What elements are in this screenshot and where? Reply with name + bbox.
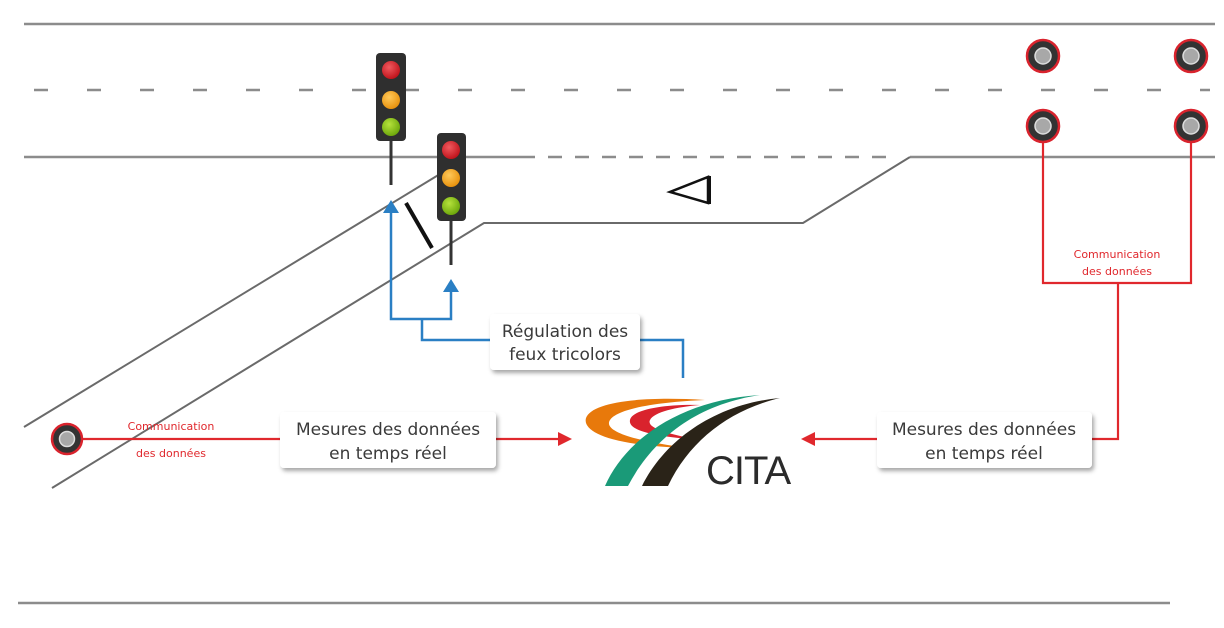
left-measure-box-bg [280, 412, 496, 468]
sensor-core [1034, 117, 1052, 135]
traffic-light-amber-icon [382, 91, 400, 109]
logo-orange-swoosh [585, 398, 705, 448]
left-measure-label-line1: Mesures des données [296, 420, 480, 440]
left-measure-label-line2: en temps réel [329, 444, 447, 464]
traffic-light-red-icon [442, 141, 460, 159]
arrow-up-icon [383, 200, 399, 213]
data-link-right-bracket [1041, 138, 1193, 285]
left-comm-label-line2: des données [136, 447, 206, 460]
data-links [82, 138, 1193, 441]
regulation-label-line1: Régulation des [502, 322, 628, 342]
sensor-bottom-left [1025, 108, 1061, 144]
traffic-light-red-icon [382, 61, 400, 79]
left-comm-label-line1: Communication [128, 420, 215, 433]
logo-red-swoosh [629, 404, 700, 440]
ramp-edge-lower [51, 156, 911, 489]
left-measure-box: Mesures des données en temps réel [280, 412, 496, 468]
right-measure-label-line1: Mesures des données [892, 420, 1076, 440]
logo-green-swoosh [605, 395, 760, 486]
logo-dark-swoosh [642, 398, 780, 486]
sensor-core [58, 430, 76, 448]
right-measure-box: Mesures des données en temps réel [877, 412, 1092, 468]
regulation-label-line2: feux tricolors [509, 345, 621, 365]
yield-triangle-icon [666, 175, 710, 205]
ramp-stop-line [404, 201, 434, 250]
traffic-light-ramp [437, 133, 466, 265]
regulation-box-bg [490, 314, 640, 370]
traffic-light-green-icon [442, 197, 460, 215]
sensor-top-right [1173, 38, 1209, 74]
right-measure-box-bg [877, 412, 1092, 468]
data-link-right [1092, 283, 1120, 441]
right-comm-label-line2: des données [1082, 265, 1152, 278]
arrow-left-icon [801, 432, 815, 446]
ramp-edge-upper [23, 173, 441, 428]
sensor-bottom-right [1173, 108, 1209, 144]
control-link-cita [640, 338, 685, 378]
sensor-ramp [50, 422, 84, 456]
right-comm-label-line1: Communication [1074, 248, 1161, 261]
regulation-box: Régulation des feux tricolors [490, 314, 640, 370]
logo-text: CITA [706, 449, 791, 493]
sensor-core [1182, 117, 1200, 135]
traffic-light-green-icon [382, 118, 400, 136]
sensor-top-left [1025, 38, 1061, 74]
traffic-light-main [376, 53, 406, 185]
right-measure-label-line2: en temps réel [925, 444, 1043, 464]
control-link-trunk [420, 319, 490, 342]
sensor-core [1034, 47, 1052, 65]
control-links [389, 212, 685, 378]
arrow-right-icon [558, 432, 572, 446]
arrow-up-icon [443, 279, 459, 292]
sensor-core [1182, 47, 1200, 65]
cita-logo: CITA [585, 395, 792, 493]
traffic-light-amber-icon [442, 169, 460, 187]
